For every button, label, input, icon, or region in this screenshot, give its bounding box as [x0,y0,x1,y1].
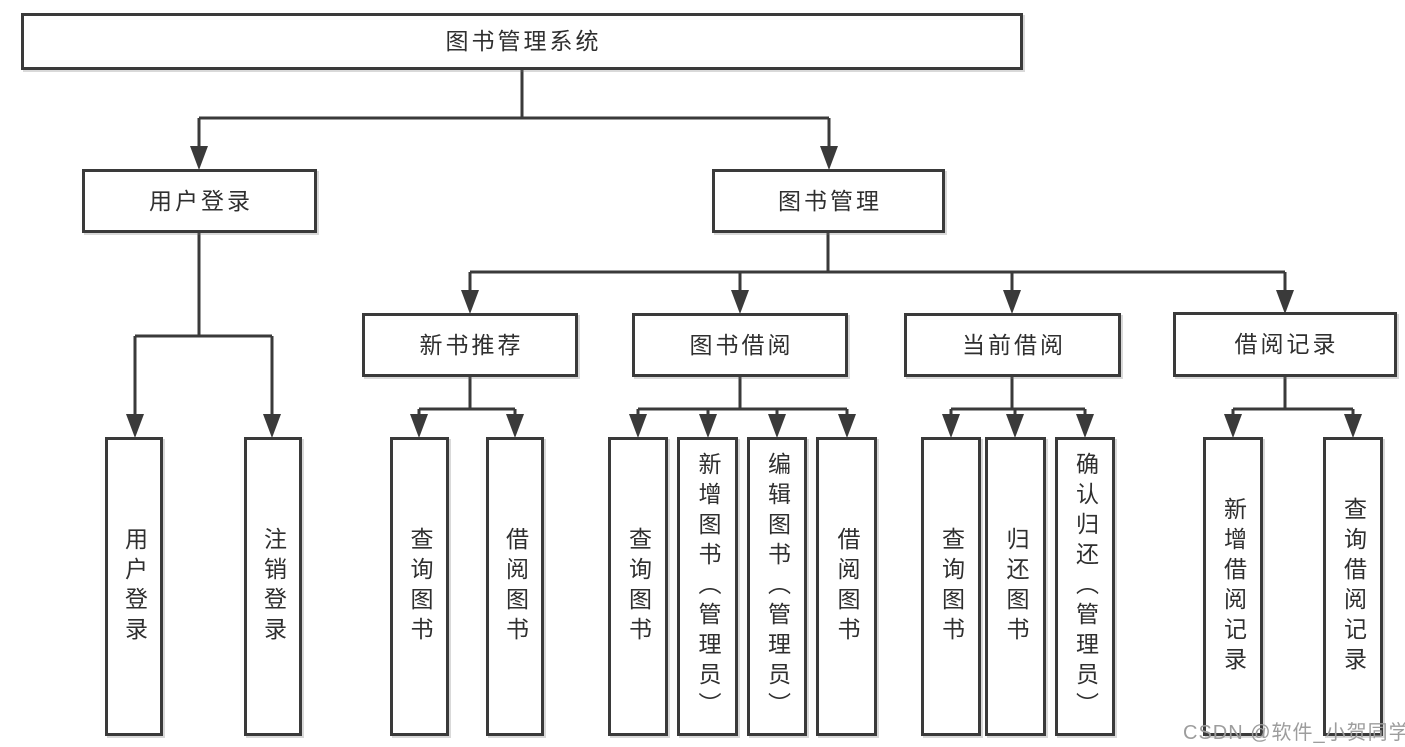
node-leaf-query-books-recommend: 查询图书 [390,437,449,736]
node-leaf-confirm-return-admin-label: 确认归还（管理员） [1072,451,1099,722]
connector-book-borrow-children [629,377,856,438]
node-leaf-return-books: 归还图书 [985,437,1046,736]
node-leaf-query-borrow-record-label: 查询借阅记录 [1340,496,1367,677]
node-leaf-query-books-borrow: 查询图书 [608,437,668,736]
connector-user-login-children [126,233,281,438]
node-user-login-label: 用户登录 [149,187,253,214]
node-user-login: 用户登录 [82,169,317,233]
node-leaf-add-borrow-record-label: 新增借阅记录 [1220,496,1247,677]
node-leaf-user-login-label: 用户登录 [121,526,148,647]
node-leaf-return-books-label: 归还图书 [1003,526,1029,647]
node-leaf-confirm-return-admin: 确认归还（管理员） [1055,437,1115,736]
connector-current-borrow-children [942,377,1094,438]
node-borrow-records: 借阅记录 [1173,312,1397,377]
node-leaf-query-books-recommend-label: 查询图书 [407,526,433,647]
node-leaf-query-borrow-record: 查询借阅记录 [1323,437,1383,736]
node-leaf-borrow-books-label: 借阅图书 [834,526,860,647]
node-leaf-edit-books-admin: 编辑图书（管理员） [747,437,807,736]
node-leaf-query-books-borrow-label: 查询图书 [625,526,652,647]
node-leaf-logout-label: 注销登录 [260,526,287,647]
connector-book-mgmt-children [461,233,1294,314]
node-current-borrow-label: 当前借阅 [962,331,1066,358]
node-leaf-borrow-books: 借阅图书 [816,437,877,736]
node-leaf-borrow-books-recommend: 借阅图书 [486,437,544,736]
node-new-book-recommend: 新书推荐 [362,313,578,377]
node-root-system: 图书管理系统 [21,13,1023,70]
node-book-borrow-label: 图书借阅 [689,331,794,358]
node-book-mgmt: 图书管理 [712,169,945,233]
node-book-mgmt-label: 图书管理 [778,187,882,214]
node-borrow-records-label: 借阅记录 [1234,331,1339,357]
node-current-borrow: 当前借阅 [904,313,1121,377]
node-leaf-user-login: 用户登录 [105,437,163,736]
connector-new-book-recommend-children [410,377,524,438]
node-leaf-add-borrow-record: 新增借阅记录 [1203,437,1263,736]
node-leaf-query-books-current-label: 查询图书 [938,526,965,647]
node-new-book-recommend-label: 新书推荐 [419,331,524,358]
connector-borrow-records-children [1224,377,1362,438]
node-book-borrow: 图书借阅 [632,313,848,377]
node-leaf-add-books-admin-label: 新增图书（管理员） [695,451,721,722]
connector-root-to-level2 [190,70,838,170]
node-leaf-logout: 注销登录 [244,437,302,736]
node-leaf-query-books-current: 查询图书 [921,437,981,736]
node-leaf-add-books-admin: 新增图书（管理员） [677,437,738,736]
csdn-watermark: CSDN @软件_小贺同学 [1183,722,1405,744]
node-leaf-edit-books-admin-label: 编辑图书（管理员） [764,451,791,722]
node-root-label: 图书管理系统 [445,28,602,54]
node-leaf-borrow-books-recommend-label: 借阅图书 [502,526,529,647]
